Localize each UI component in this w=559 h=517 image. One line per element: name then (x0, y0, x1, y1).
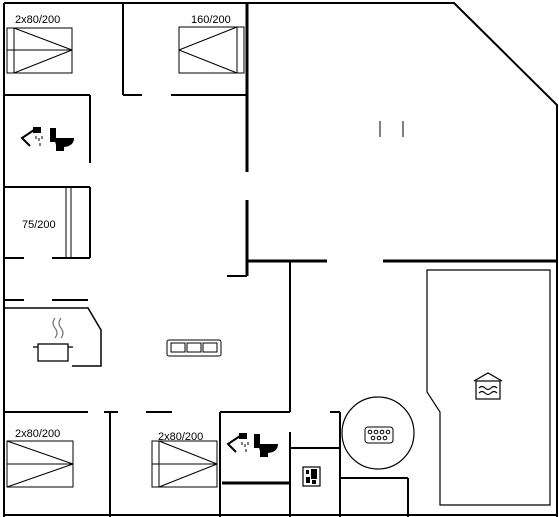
cooking-pot-icon (33, 317, 73, 362)
washer-icon (302, 466, 321, 487)
shower-icon (226, 433, 249, 453)
bed-top-mid (178, 26, 245, 74)
bed-label: 75/200 (22, 219, 56, 231)
toilet-icon (50, 128, 74, 151)
walls (3, 1, 558, 517)
bed-label: 160/200 (191, 14, 231, 26)
kitchen-counter (4, 307, 102, 367)
outer-wall-top (4, 1, 558, 261)
bed-label: 2x80/200 (15, 428, 60, 440)
bed-top-left (6, 27, 73, 74)
bed-bottom-mid (151, 440, 218, 488)
bed-label: 2x80/200 (15, 14, 60, 26)
whirlpool-tub (341, 396, 415, 470)
shower-icon (20, 127, 43, 147)
pool-icon (473, 372, 503, 400)
whirlpool-icon (364, 426, 394, 444)
pool (426, 269, 551, 506)
bed-label: 2x80/200 (158, 431, 203, 443)
sofa-icon (166, 339, 222, 357)
toilet-icon (254, 434, 278, 457)
bed-bottom-left (6, 440, 74, 488)
window-marks (65, 121, 404, 258)
